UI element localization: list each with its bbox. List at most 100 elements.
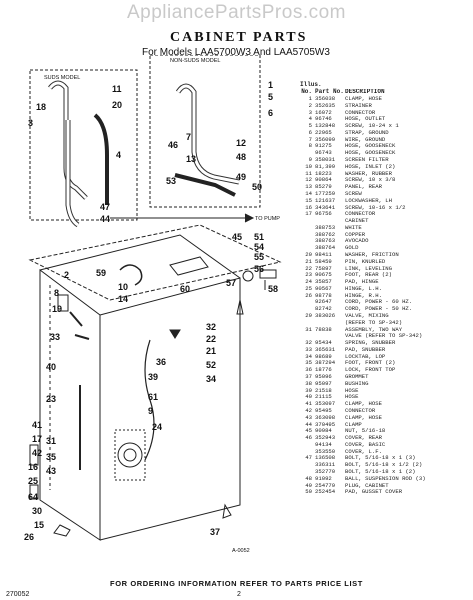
illus-no: 7: [308, 135, 312, 143]
part-no: 91092: [315, 474, 332, 482]
part-no: 358031: [315, 156, 336, 164]
illus-no: 21: [305, 257, 312, 265]
part-no: 95097: [315, 379, 332, 387]
to-pump-label: TO PUMP: [255, 216, 280, 222]
illus-no: 24: [305, 278, 312, 286]
part-description: CLAMP, HOSE: [345, 401, 382, 408]
part-no: 94134: [315, 440, 332, 448]
illus-no: 15: [305, 196, 312, 204]
part-no: 18223: [315, 169, 332, 177]
part-description: PANEL, REAR: [345, 184, 382, 191]
callout-number: 30: [32, 506, 42, 516]
page-subtitle: For Models LAA5700W3 And LAA5705W3: [142, 47, 330, 58]
illus-no: 20: [305, 250, 312, 258]
part-no: 356099: [315, 135, 336, 143]
callout-number: 10: [118, 282, 128, 292]
part-no: 95495: [315, 406, 332, 414]
callout-number: 55: [254, 252, 264, 262]
callout-number: 12: [236, 138, 246, 148]
part-description: CLAMP, HOSE: [345, 96, 382, 102]
part-description: CLAMP, HOSE: [345, 414, 382, 421]
diagram-ref-code: A-0052: [232, 548, 250, 554]
part-no: 96756: [315, 210, 332, 218]
part-description: AVOCADO: [345, 238, 369, 245]
callout-number: 7: [186, 132, 191, 142]
part-description: (REFER TO SP-342): [345, 319, 403, 326]
illus-no: 39: [305, 386, 312, 394]
callout-number: 54: [254, 242, 264, 252]
part-no: 82742: [315, 305, 332, 313]
callout-number: 16: [28, 462, 38, 472]
part-description: COVER, REAR: [345, 435, 382, 442]
callout-number: 61: [148, 392, 158, 402]
part-no: 387294: [315, 359, 336, 367]
callout-number: 36: [156, 357, 166, 367]
part-description: HOSE: [345, 387, 359, 394]
part-description: PAD, GUSSET COVER: [345, 489, 403, 496]
parts-row: CABINET: [300, 218, 472, 225]
callout-number: 23: [46, 394, 56, 404]
part-no: 388753: [315, 223, 336, 231]
callout-number: 46: [168, 140, 178, 150]
callout-number: 6: [268, 108, 273, 118]
callout-number: 45: [232, 232, 242, 242]
part-no: 21115: [315, 393, 332, 401]
illus-no: [300, 299, 315, 306]
part-description: FOOT, REAR (2): [345, 272, 392, 279]
part-no: 16072: [315, 108, 332, 116]
header-illus-no: Illus. No.: [300, 81, 322, 96]
part-no: 336311: [315, 461, 336, 469]
illus-no: 41: [305, 400, 312, 408]
non-suds-model-box: [149, 55, 261, 208]
callout-number: 41: [32, 420, 42, 430]
callout-number: 17: [32, 434, 42, 444]
part-description: HOSE, INLET (2): [345, 163, 396, 170]
part-no: 96746: [315, 115, 332, 123]
ordering-note: FOR ORDERING INFORMATION REFER TO PARTS …: [110, 579, 363, 588]
callout-number: 18: [36, 102, 46, 112]
illus-no: 33: [305, 345, 312, 353]
part-description: HINGE, L.H.: [345, 285, 382, 292]
part-no: 353550: [315, 447, 336, 455]
watermark: AppliancePartsPros.com: [126, 2, 347, 23]
illus-no: 50: [305, 488, 312, 496]
callout-number: 33: [50, 332, 60, 342]
part-no: 98778: [315, 291, 332, 299]
illus-no: 45: [305, 427, 312, 435]
part-description: STRAP, GROUND: [345, 129, 389, 136]
illus-no: 25: [305, 284, 312, 292]
non-suds-model-label: NON-SUDS MODEL: [170, 58, 220, 64]
callout-number: 9: [148, 406, 153, 416]
illus-no: 36: [305, 366, 312, 374]
part-description: SCREEN FILTER: [345, 157, 389, 164]
callout-number: 57: [226, 278, 236, 288]
callout-number: 11: [112, 84, 122, 94]
illus-no: 32: [305, 339, 312, 347]
part-description: GROMMET: [345, 374, 369, 381]
part-description: BOLT, 5/16-18 x 1 (3): [345, 455, 416, 462]
part-no: 35857: [315, 278, 332, 286]
callout-number: 48: [236, 152, 246, 162]
